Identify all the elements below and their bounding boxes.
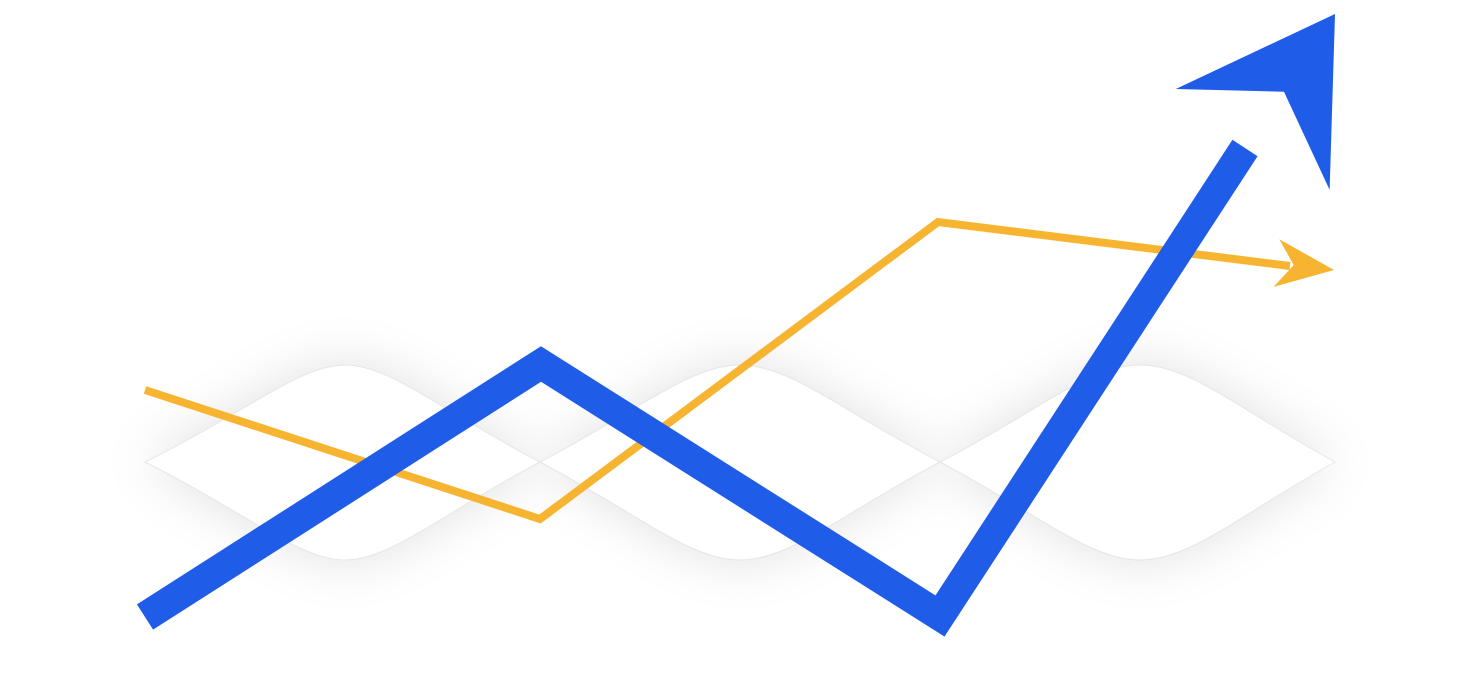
series-secondary: [143, 217, 1334, 524]
primary-series-line: [136, 139, 1258, 637]
arrow-right-icon: [1273, 239, 1334, 287]
wave-band-background: [143, 364, 1337, 561]
secondary-series-line: [143, 217, 1291, 524]
arrow-up-right-icon: [1175, 14, 1335, 190]
wave-outline: [143, 364, 1337, 561]
series-primary: [136, 14, 1335, 637]
wave-upper-curve: [145, 365, 1335, 560]
